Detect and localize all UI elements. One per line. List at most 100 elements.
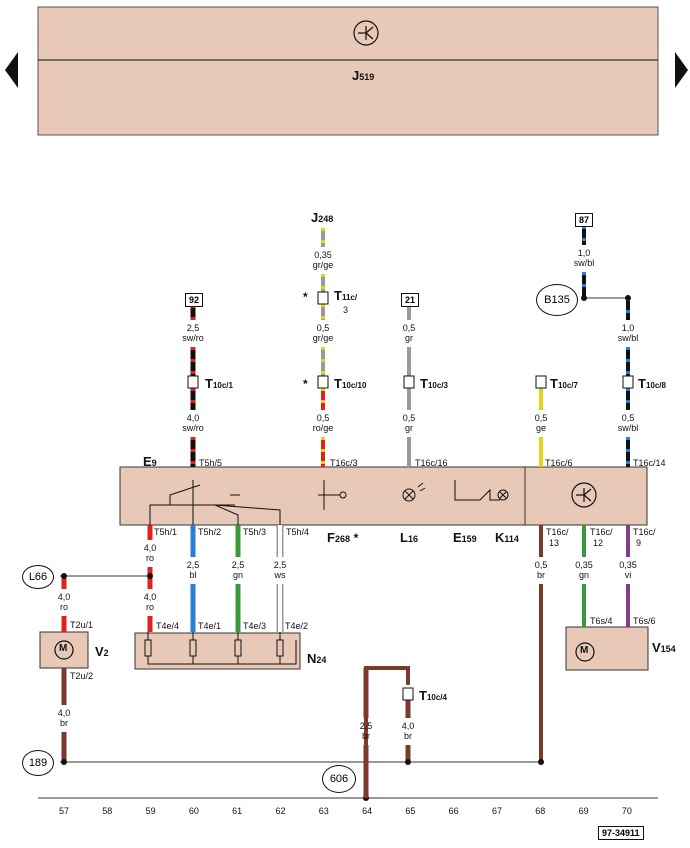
e159-switch-symbol	[454, 480, 509, 501]
triangle-left-icon[interactable]	[5, 52, 18, 88]
connector-marker	[317, 291, 329, 305]
wire-color: sw/bl	[617, 333, 639, 343]
wire-color: br	[536, 570, 545, 580]
wire-gauge: 0,5	[316, 413, 330, 423]
column-number: 63	[318, 806, 329, 816]
j519-sub: 519	[359, 72, 375, 82]
wire-color: gr	[404, 423, 413, 433]
wire-color: ro/ge	[312, 423, 334, 433]
wire-gauge: 0,35	[575, 560, 593, 570]
wire-color: gr/ge	[312, 260, 334, 270]
t4e3-label: T4e/3	[243, 621, 267, 631]
star-t11c: *	[303, 290, 308, 304]
junction-dot	[61, 573, 67, 579]
junction-dot	[625, 295, 631, 301]
wire-color: br	[361, 731, 370, 741]
f268-label: F268 *	[327, 530, 359, 545]
wire-gauge: 4,0	[143, 592, 157, 602]
ref-circle-b135: B135	[536, 284, 578, 316]
wire-color: ro	[145, 553, 154, 563]
wire-gauge: 0,5	[402, 413, 416, 423]
v2-box	[39, 631, 89, 669]
v154-motor-letter: M	[580, 645, 589, 656]
j248-label: J248	[311, 210, 334, 225]
column-number: 67	[491, 806, 502, 816]
n24-resistor-symbols	[144, 632, 297, 665]
wire-gauge: 0,5	[316, 323, 330, 333]
connector-marker	[187, 375, 199, 389]
wire-gauge: 0,35	[619, 560, 637, 570]
t4e4-label: T4e/4	[156, 621, 180, 631]
wire-gauge: 4,0	[401, 721, 415, 731]
t16c3-label: T16c/3	[330, 458, 358, 468]
wire-gauge: 2,5	[186, 323, 200, 333]
ref-box-21: 21	[401, 293, 420, 307]
column-number: 60	[188, 806, 199, 816]
column-number: 66	[448, 806, 459, 816]
t10c4-label: T10c/4	[419, 688, 447, 703]
wire-color: gr	[404, 333, 413, 343]
wire-gauge: 4,0	[186, 413, 200, 423]
t2u1-label: T2u/1	[70, 620, 94, 630]
wire-color: gn	[578, 570, 589, 580]
ref-box-92: 92	[185, 293, 204, 307]
column-number: 59	[145, 806, 156, 816]
t16c9-label-2: 9	[636, 538, 642, 548]
wire-color: bl	[189, 570, 197, 580]
l16-label: L16	[400, 530, 418, 545]
t4e2-label: T4e/2	[285, 621, 309, 631]
wire-gauge: 0,5	[534, 413, 548, 423]
ref-box-87: 87	[575, 213, 594, 227]
wire-gauge: 4,0	[143, 543, 157, 553]
ref-circle-189: 189	[22, 750, 54, 776]
connector-marker	[317, 375, 329, 389]
ref-circle-l66: L66	[22, 565, 54, 589]
j519-module-band	[37, 6, 659, 136]
e9-label: E9	[143, 454, 157, 469]
control-unit-symbol-glyph	[358, 26, 374, 40]
junction-dot	[405, 759, 411, 765]
wire-gauge: 2,5	[186, 560, 200, 570]
wire-color: sw/bl	[617, 423, 639, 433]
t10c3-label: T10c/3	[420, 376, 448, 391]
wire-color: br	[403, 731, 412, 741]
f268-switch-symbol	[318, 480, 347, 510]
t16c16-label: T16c/16	[415, 458, 448, 468]
t5h3-label: T5h/3	[243, 527, 267, 537]
t5h1-label: T5h/1	[154, 527, 178, 537]
wire-gauge: 1,0	[577, 248, 591, 258]
wire-gauge: 0,35	[314, 250, 332, 260]
wire-color: ge	[535, 423, 546, 433]
connector-marker	[402, 687, 414, 701]
wire-color: sw/ro	[182, 423, 204, 433]
wire-color: ws	[274, 570, 286, 580]
n24-box	[134, 632, 301, 670]
t5h5-label: T5h/5	[199, 458, 223, 468]
e9-module-box	[119, 466, 526, 526]
t16c12-label-2: 12	[593, 538, 604, 548]
wire-color: ro	[59, 602, 68, 612]
n24-label: N24	[307, 651, 327, 666]
wire-gauge: 2,5	[273, 560, 287, 570]
triangle-right-icon[interactable]	[675, 52, 688, 88]
ref-circle-606: 606	[322, 765, 356, 793]
l16-lamp-symbol	[402, 482, 426, 502]
k114-label: K114	[495, 530, 519, 545]
connector-marker	[535, 375, 547, 389]
column-number: 58	[102, 806, 113, 816]
t16c13-label-2: 13	[549, 538, 560, 548]
